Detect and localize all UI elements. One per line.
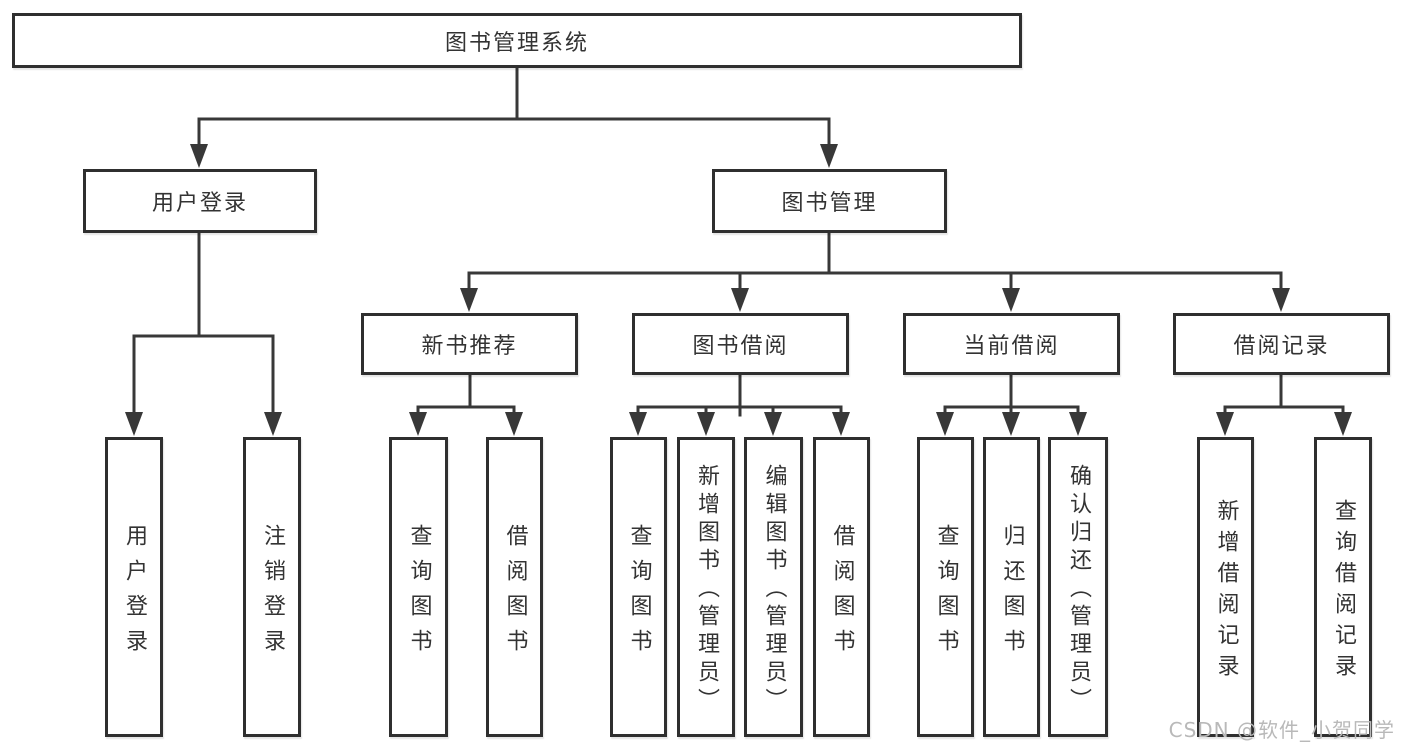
- leaf-edit-books-admin-label: 编辑图书（管理员）: [761, 464, 787, 716]
- node-new-book-recommend: 新书推荐: [361, 313, 578, 375]
- csdn-watermark: CSDN @软件_小贺同学: [1168, 718, 1395, 742]
- leaf-add-borrow-record-label: 新增借阅记录: [1213, 498, 1239, 685]
- node-current-borrowing: 当前借阅: [903, 313, 1120, 375]
- node-root-label: 图书管理系统: [444, 30, 589, 56]
- leaf-edit-books-admin: 编辑图书（管理员）: [744, 437, 803, 737]
- leaf-borrow-books: 借阅图书: [813, 437, 870, 737]
- leaf-return-books: 归还图书: [983, 437, 1040, 737]
- node-root: 图书管理系统: [12, 13, 1022, 68]
- node-borrowing-records: 借阅记录: [1173, 313, 1390, 375]
- leaf-logout-label: 注销登录: [260, 523, 285, 664]
- leaf-borrow-books-recommend: 借阅图书: [486, 437, 543, 737]
- leaf-user-login-label: 用户登录: [122, 523, 147, 664]
- leaf-confirm-return-admin-label: 确认归还（管理员）: [1066, 464, 1091, 716]
- leaf-logout: 注销登录: [243, 437, 301, 737]
- leaf-query-borrow-record-label: 查询借阅记录: [1331, 498, 1356, 685]
- leaf-add-books-admin: 新增图书（管理员）: [677, 437, 735, 737]
- node-book-management: 图书管理: [712, 169, 947, 233]
- leaf-query-books-current: 查询图书: [917, 437, 974, 737]
- leaf-query-borrow-record: 查询借阅记录: [1314, 437, 1372, 737]
- leaf-borrow-books-recommend-label: 借阅图书: [502, 523, 528, 664]
- leaf-query-books-borrow: 查询图书: [610, 437, 667, 737]
- node-current-borrowing-label: 当前借阅: [963, 334, 1060, 359]
- node-book-management-label: 图书管理: [781, 191, 878, 216]
- node-borrowing-records-label: 借阅记录: [1233, 334, 1330, 359]
- leaf-confirm-return-admin: 确认归还（管理员）: [1048, 437, 1108, 737]
- node-book-borrowing: 图书借阅: [632, 313, 849, 375]
- leaf-user-login: 用户登录: [105, 437, 163, 737]
- leaf-query-books-recommend-label: 查询图书: [406, 523, 432, 664]
- node-new-book-recommend-label: 新书推荐: [421, 334, 518, 359]
- leaf-query-books-current-label: 查询图书: [933, 523, 959, 664]
- leaf-add-borrow-record: 新增借阅记录: [1197, 437, 1254, 737]
- leaf-borrow-books-label: 借阅图书: [829, 523, 855, 664]
- arrowheads: [125, 144, 1352, 436]
- leaf-query-books-recommend: 查询图书: [389, 437, 448, 737]
- node-user-login: 用户登录: [83, 169, 317, 233]
- leaf-return-books-label: 归还图书: [999, 523, 1025, 664]
- leaf-add-books-admin-label: 新增图书（管理员）: [694, 464, 719, 716]
- node-user-login-label: 用户登录: [151, 191, 248, 216]
- node-book-borrowing-label: 图书借阅: [692, 334, 789, 359]
- leaf-query-books-borrow-label: 查询图书: [626, 523, 652, 664]
